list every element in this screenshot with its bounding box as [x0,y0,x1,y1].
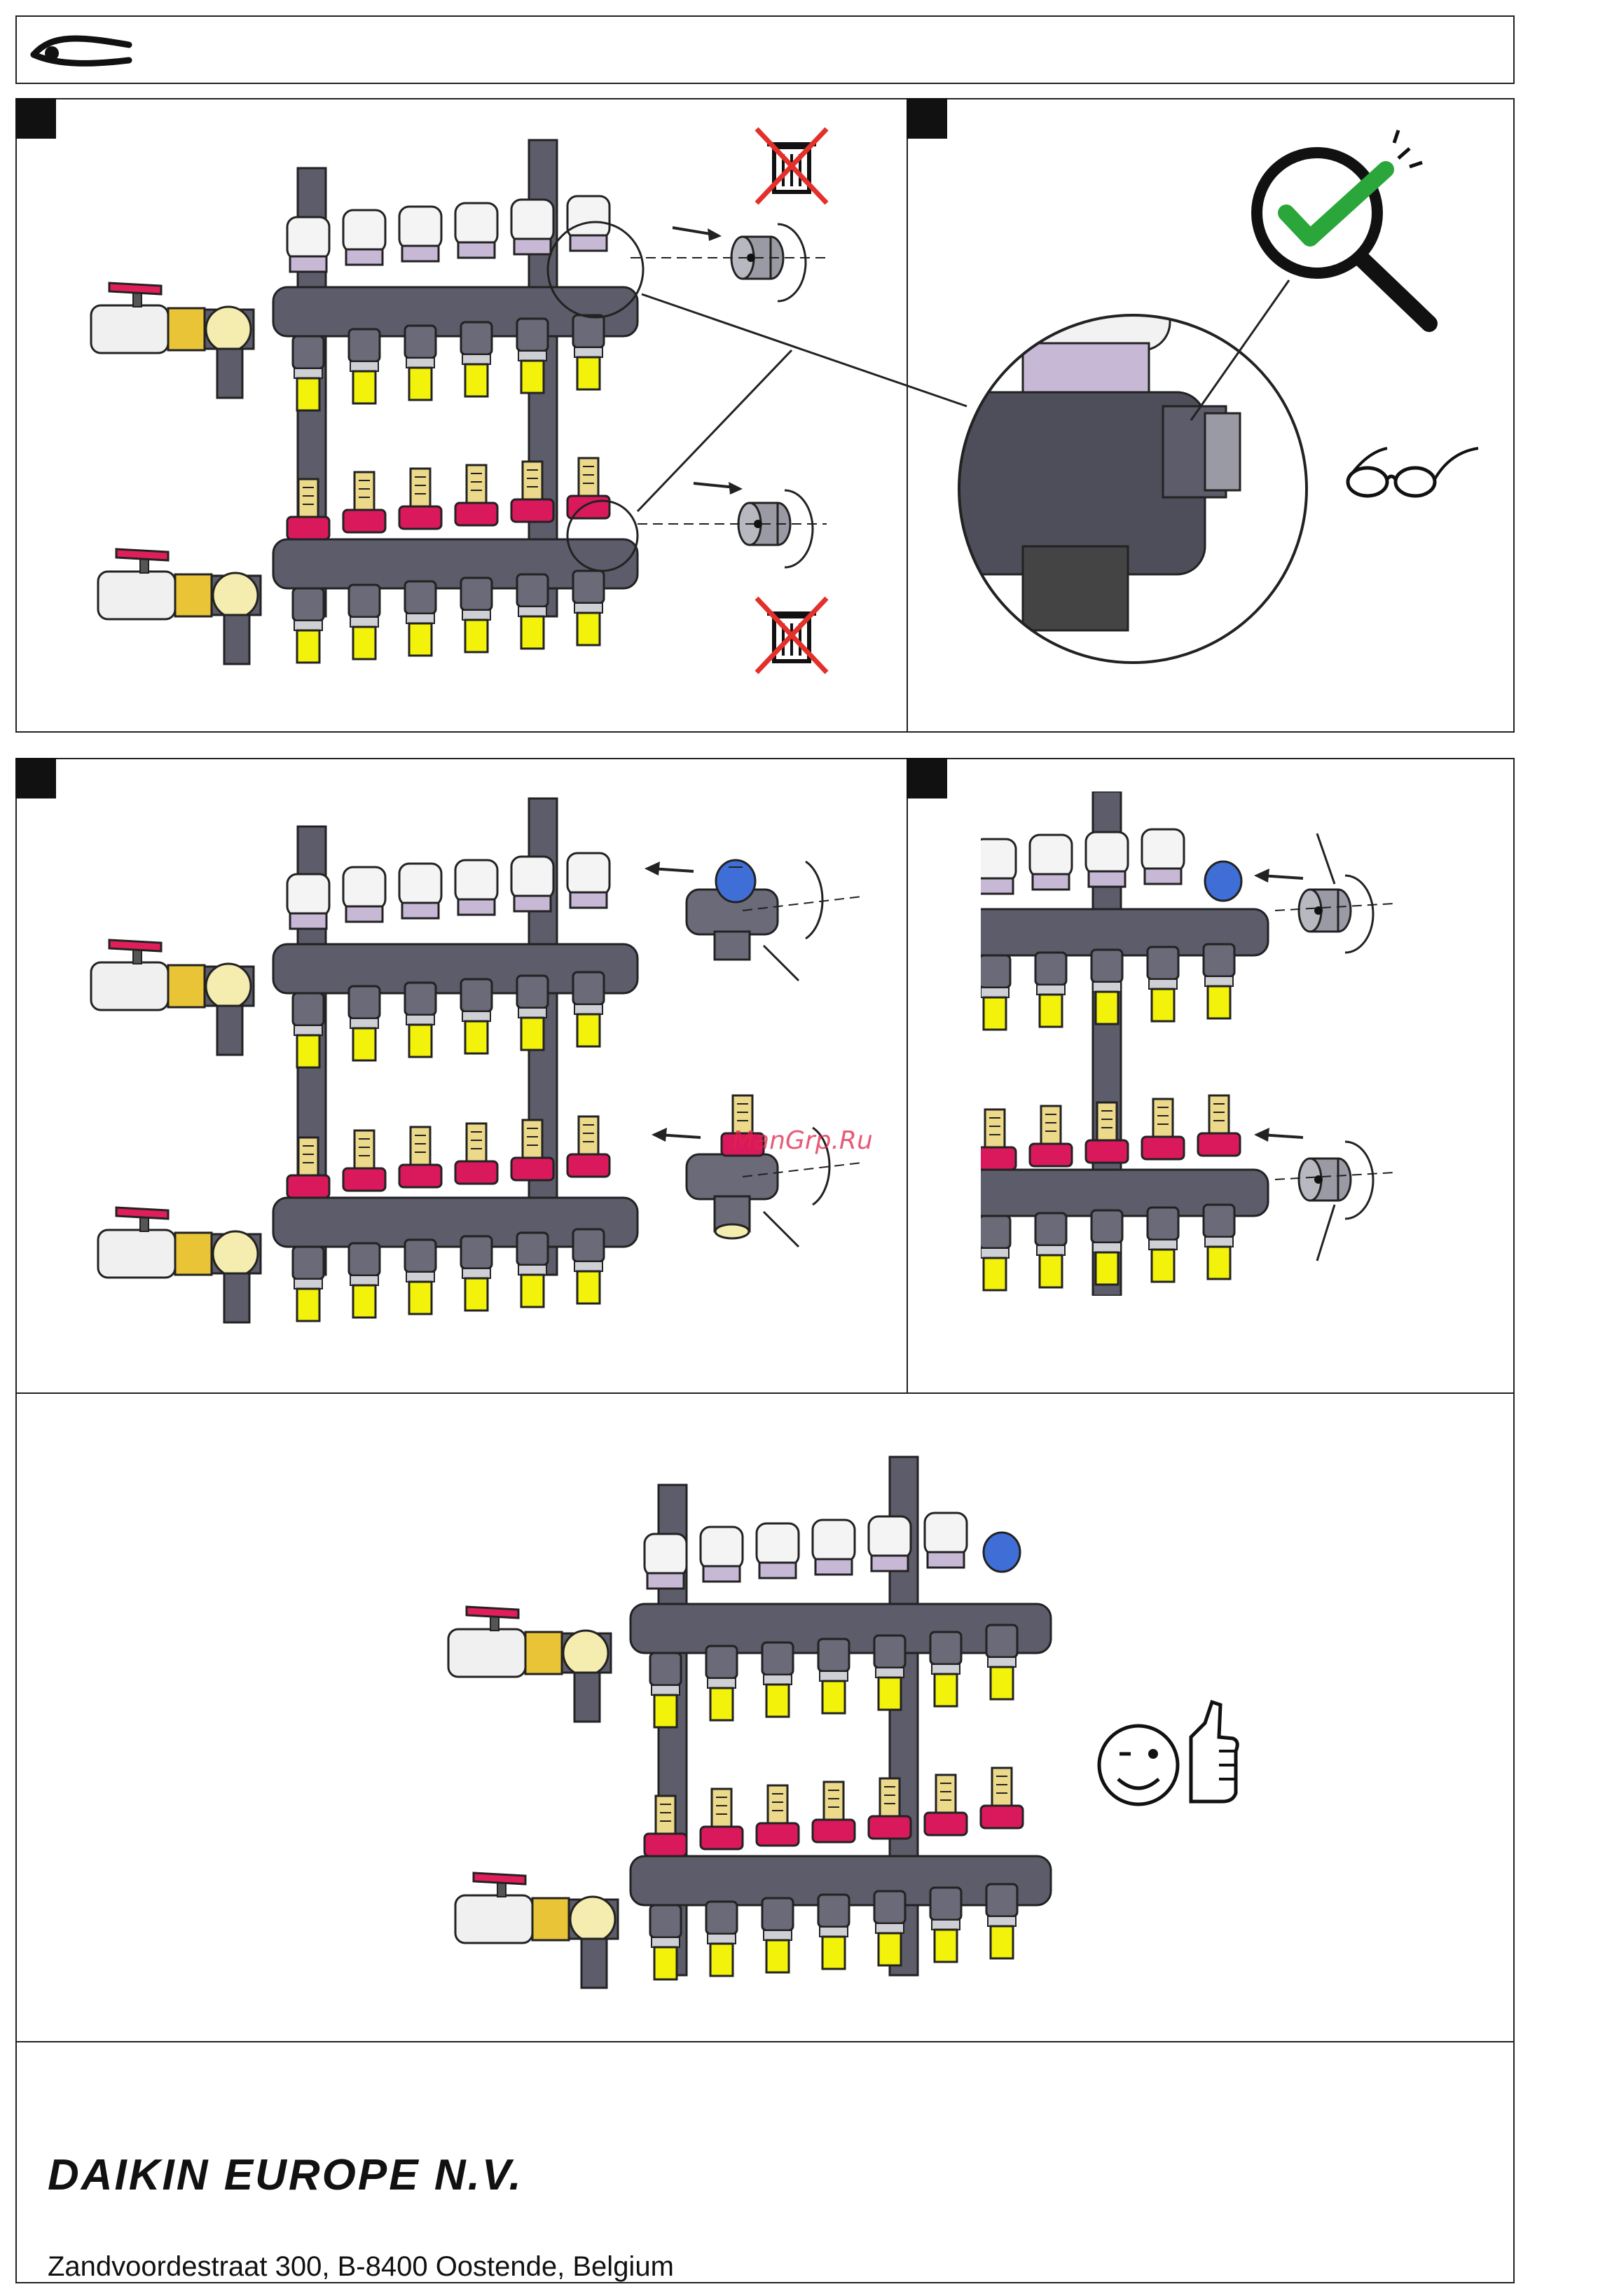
company-name: DAIKIN EUROPE N.V. [48,2150,523,2200]
company-address: Zandvoordestraat 300, B-8400 Oostende, B… [48,2251,674,2283]
thumbs-up-wink-icon [1099,1702,1237,1804]
